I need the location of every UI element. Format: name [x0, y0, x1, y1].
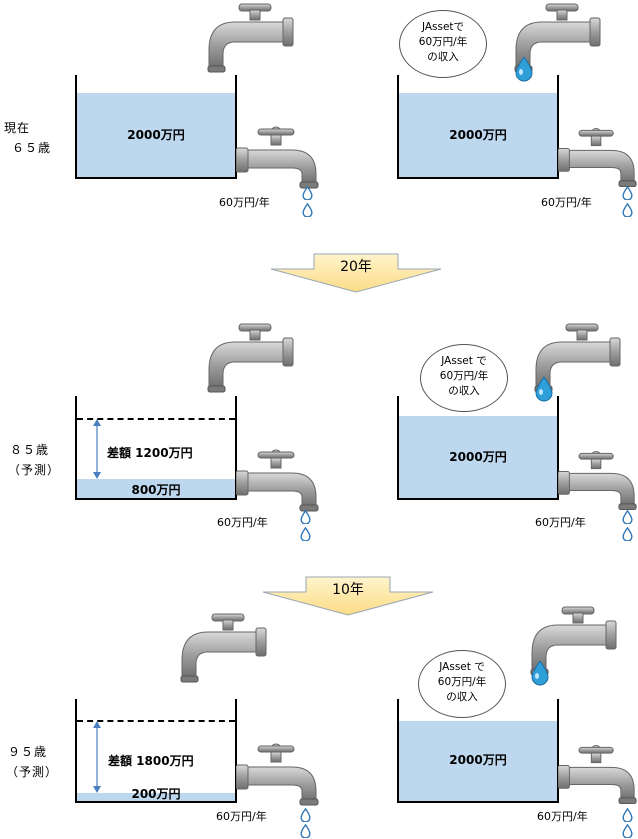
difference-label: 差額 1200万円 [107, 446, 193, 460]
bubble-line1: JAsset で [441, 355, 487, 367]
age-label-95: ９５歳 （予測） [6, 742, 58, 782]
water-level: 2000万円 [399, 721, 557, 801]
bubble-line2: 60万円/年 [439, 370, 489, 382]
drop-icon [622, 527, 633, 541]
bubble-line1: JAssetで [421, 21, 465, 33]
age-label-line2: ６５歳 [12, 141, 52, 155]
elapsed-years: 20年 [340, 259, 372, 275]
outflow-rate: 60万円/年 [219, 196, 270, 209]
savings-tank-right: 2000万円 [397, 699, 559, 803]
bubble-line3: の収入 [448, 385, 480, 397]
outlet-faucet-icon [558, 743, 638, 807]
amount-label: 2000万円 [449, 450, 507, 464]
bubble-line2: 60万円/年 [418, 36, 468, 48]
drop-icon [302, 203, 313, 217]
outlet-faucet-icon [236, 449, 320, 513]
drop-icon [302, 186, 313, 200]
drop-icon [622, 203, 633, 217]
difference-label: 差額 1800万円 [108, 754, 194, 768]
amount-label: 2000万円 [127, 128, 185, 142]
difference-arrow-icon [93, 419, 101, 479]
bubble-line3: の収入 [427, 51, 459, 63]
amount-label: 200万円 [131, 787, 181, 801]
drop-icon [622, 186, 633, 200]
amount-label: 800万円 [131, 483, 181, 497]
water-level: 2000万円 [399, 93, 557, 177]
outflow-rate: 60万円/年 [537, 810, 588, 823]
amount-label: 2000万円 [449, 753, 507, 767]
drop-icon [300, 808, 311, 822]
down-arrow-icon [270, 253, 442, 293]
income-speech-bubble: JAssetで 60万円/年 の収入 [399, 10, 487, 78]
elapsed-years: 10年 [332, 582, 364, 598]
down-arrow-icon [262, 576, 434, 616]
original-level-line [77, 720, 235, 722]
top-faucet-icon [178, 612, 274, 684]
outflow-rate: 60万円/年 [217, 516, 268, 529]
amount-label: 2000万円 [449, 128, 507, 142]
age-label-line2: （予測） [8, 463, 61, 477]
savings-tank-left: 2000万円 [75, 75, 237, 179]
time-arrow-banner: 10年 [262, 576, 434, 616]
age-label-65: 現在 ６５歳 [4, 118, 51, 158]
age-label-line1: 現在 [4, 121, 31, 135]
top-faucet-icon [205, 322, 301, 394]
drop-icon [300, 527, 311, 541]
difference-arrow-icon [93, 721, 101, 793]
outlet-faucet-icon [236, 126, 320, 190]
outlet-faucet-icon [236, 743, 320, 807]
age-label-85: ８５歳 （予測） [8, 440, 60, 480]
age-label-line1: ９５歳 [8, 745, 48, 759]
savings-tank-right: 2000万円 [397, 75, 559, 179]
drop-icon [622, 510, 633, 524]
drop-icon [300, 510, 311, 524]
time-arrow-banner: 20年 [270, 253, 442, 293]
outlet-faucet-icon [558, 126, 638, 190]
bubble-line1: JAsset で [439, 661, 485, 673]
bubble-line3: の収入 [446, 691, 478, 703]
savings-tank-right: 2000万円 [397, 396, 559, 500]
outflow-rate: 60万円/年 [541, 196, 592, 209]
income-speech-bubble: JAsset で 60万円/年 の収入 [418, 650, 506, 718]
drop-icon [622, 808, 633, 822]
savings-tank-left: 800万円 [75, 396, 237, 500]
savings-tank-left: 200万円 [75, 699, 237, 803]
outflow-rate: 60万円/年 [535, 516, 586, 529]
water-level: 200万円 [77, 787, 235, 801]
bubble-line2: 60万円/年 [437, 676, 487, 688]
drop-icon [300, 824, 311, 838]
age-label-line1: ８５歳 [10, 443, 50, 457]
water-level: 2000万円 [77, 93, 235, 177]
water-level: 2000万円 [399, 416, 557, 498]
original-level-line [77, 418, 235, 420]
income-speech-bubble: JAsset で 60万円/年 の収入 [420, 344, 508, 412]
water-drop-icon [530, 660, 550, 686]
top-faucet-icon [205, 2, 301, 74]
outlet-faucet-icon [558, 449, 638, 513]
drop-icon [622, 824, 633, 838]
outflow-rate: 60万円/年 [216, 810, 267, 823]
water-level: 800万円 [77, 479, 235, 498]
age-label-line2: （予測） [6, 765, 59, 779]
